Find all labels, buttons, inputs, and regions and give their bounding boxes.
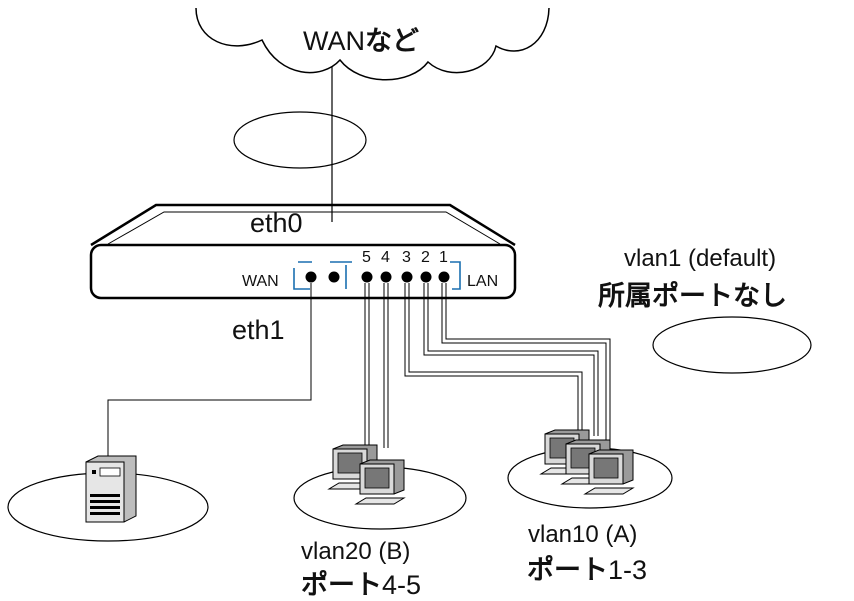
- wan-segment-ellipse: [233, 111, 367, 169]
- port-3: [401, 271, 413, 283]
- router: [89, 203, 517, 300]
- wan-cloud-label: WANなど: [303, 28, 419, 55]
- port-1: [438, 271, 450, 283]
- vlan10-ports: ポート1-3: [527, 557, 647, 584]
- pc-icon: [354, 459, 406, 505]
- pc-icon: [583, 449, 635, 495]
- wan-cloud-label-jp: など: [365, 26, 419, 56]
- vlan10-ports-range: 1-3: [608, 555, 648, 585]
- wan-cloud: [195, 7, 550, 81]
- vlan20-cables: [364, 283, 389, 448]
- port-number-5: 5: [362, 249, 371, 266]
- router-front: [89, 243, 517, 300]
- port-4: [380, 271, 392, 283]
- port-number-3: 3: [402, 249, 411, 266]
- vlan1-ellipse: [652, 316, 812, 374]
- port-number-1: 1: [439, 249, 448, 266]
- port-2: [420, 271, 432, 283]
- vlan20-name: vlan20 (B): [301, 538, 411, 565]
- server-icon: [85, 455, 137, 523]
- port-number-4: 4: [381, 249, 390, 266]
- wan-cloud-label-latin: WAN: [303, 26, 365, 56]
- eth1-server-cable: [107, 283, 312, 460]
- vlan1-note: 所属ポートなし: [598, 281, 787, 311]
- vlan1-name: vlan1 (default): [624, 245, 777, 272]
- router-inner-top: [107, 211, 501, 245]
- lan-port-label: LAN: [467, 273, 499, 290]
- port-eth0: [328, 271, 340, 283]
- wan-bracket: [293, 261, 312, 290]
- vlan10-name: vlan10 (A): [528, 521, 638, 548]
- vlan20-ports-prefix: ポート: [301, 570, 382, 600]
- vlan10-cables: [404, 283, 611, 443]
- router-top: [90, 203, 516, 247]
- vlan20-ports-range: 4-5: [382, 570, 422, 600]
- port-5: [361, 271, 373, 283]
- eth1-label: eth1: [232, 315, 285, 345]
- wan-port-label: WAN: [242, 273, 279, 290]
- lan-bracket: [346, 261, 461, 290]
- eth0-label: eth0: [250, 208, 303, 238]
- port-eth1: [305, 271, 317, 283]
- vlan20-ports: ポート4-5: [301, 572, 421, 599]
- vlan10-ports-prefix: ポート: [527, 555, 608, 585]
- port-number-2: 2: [421, 249, 430, 266]
- wan-bracket-right: [330, 261, 347, 289]
